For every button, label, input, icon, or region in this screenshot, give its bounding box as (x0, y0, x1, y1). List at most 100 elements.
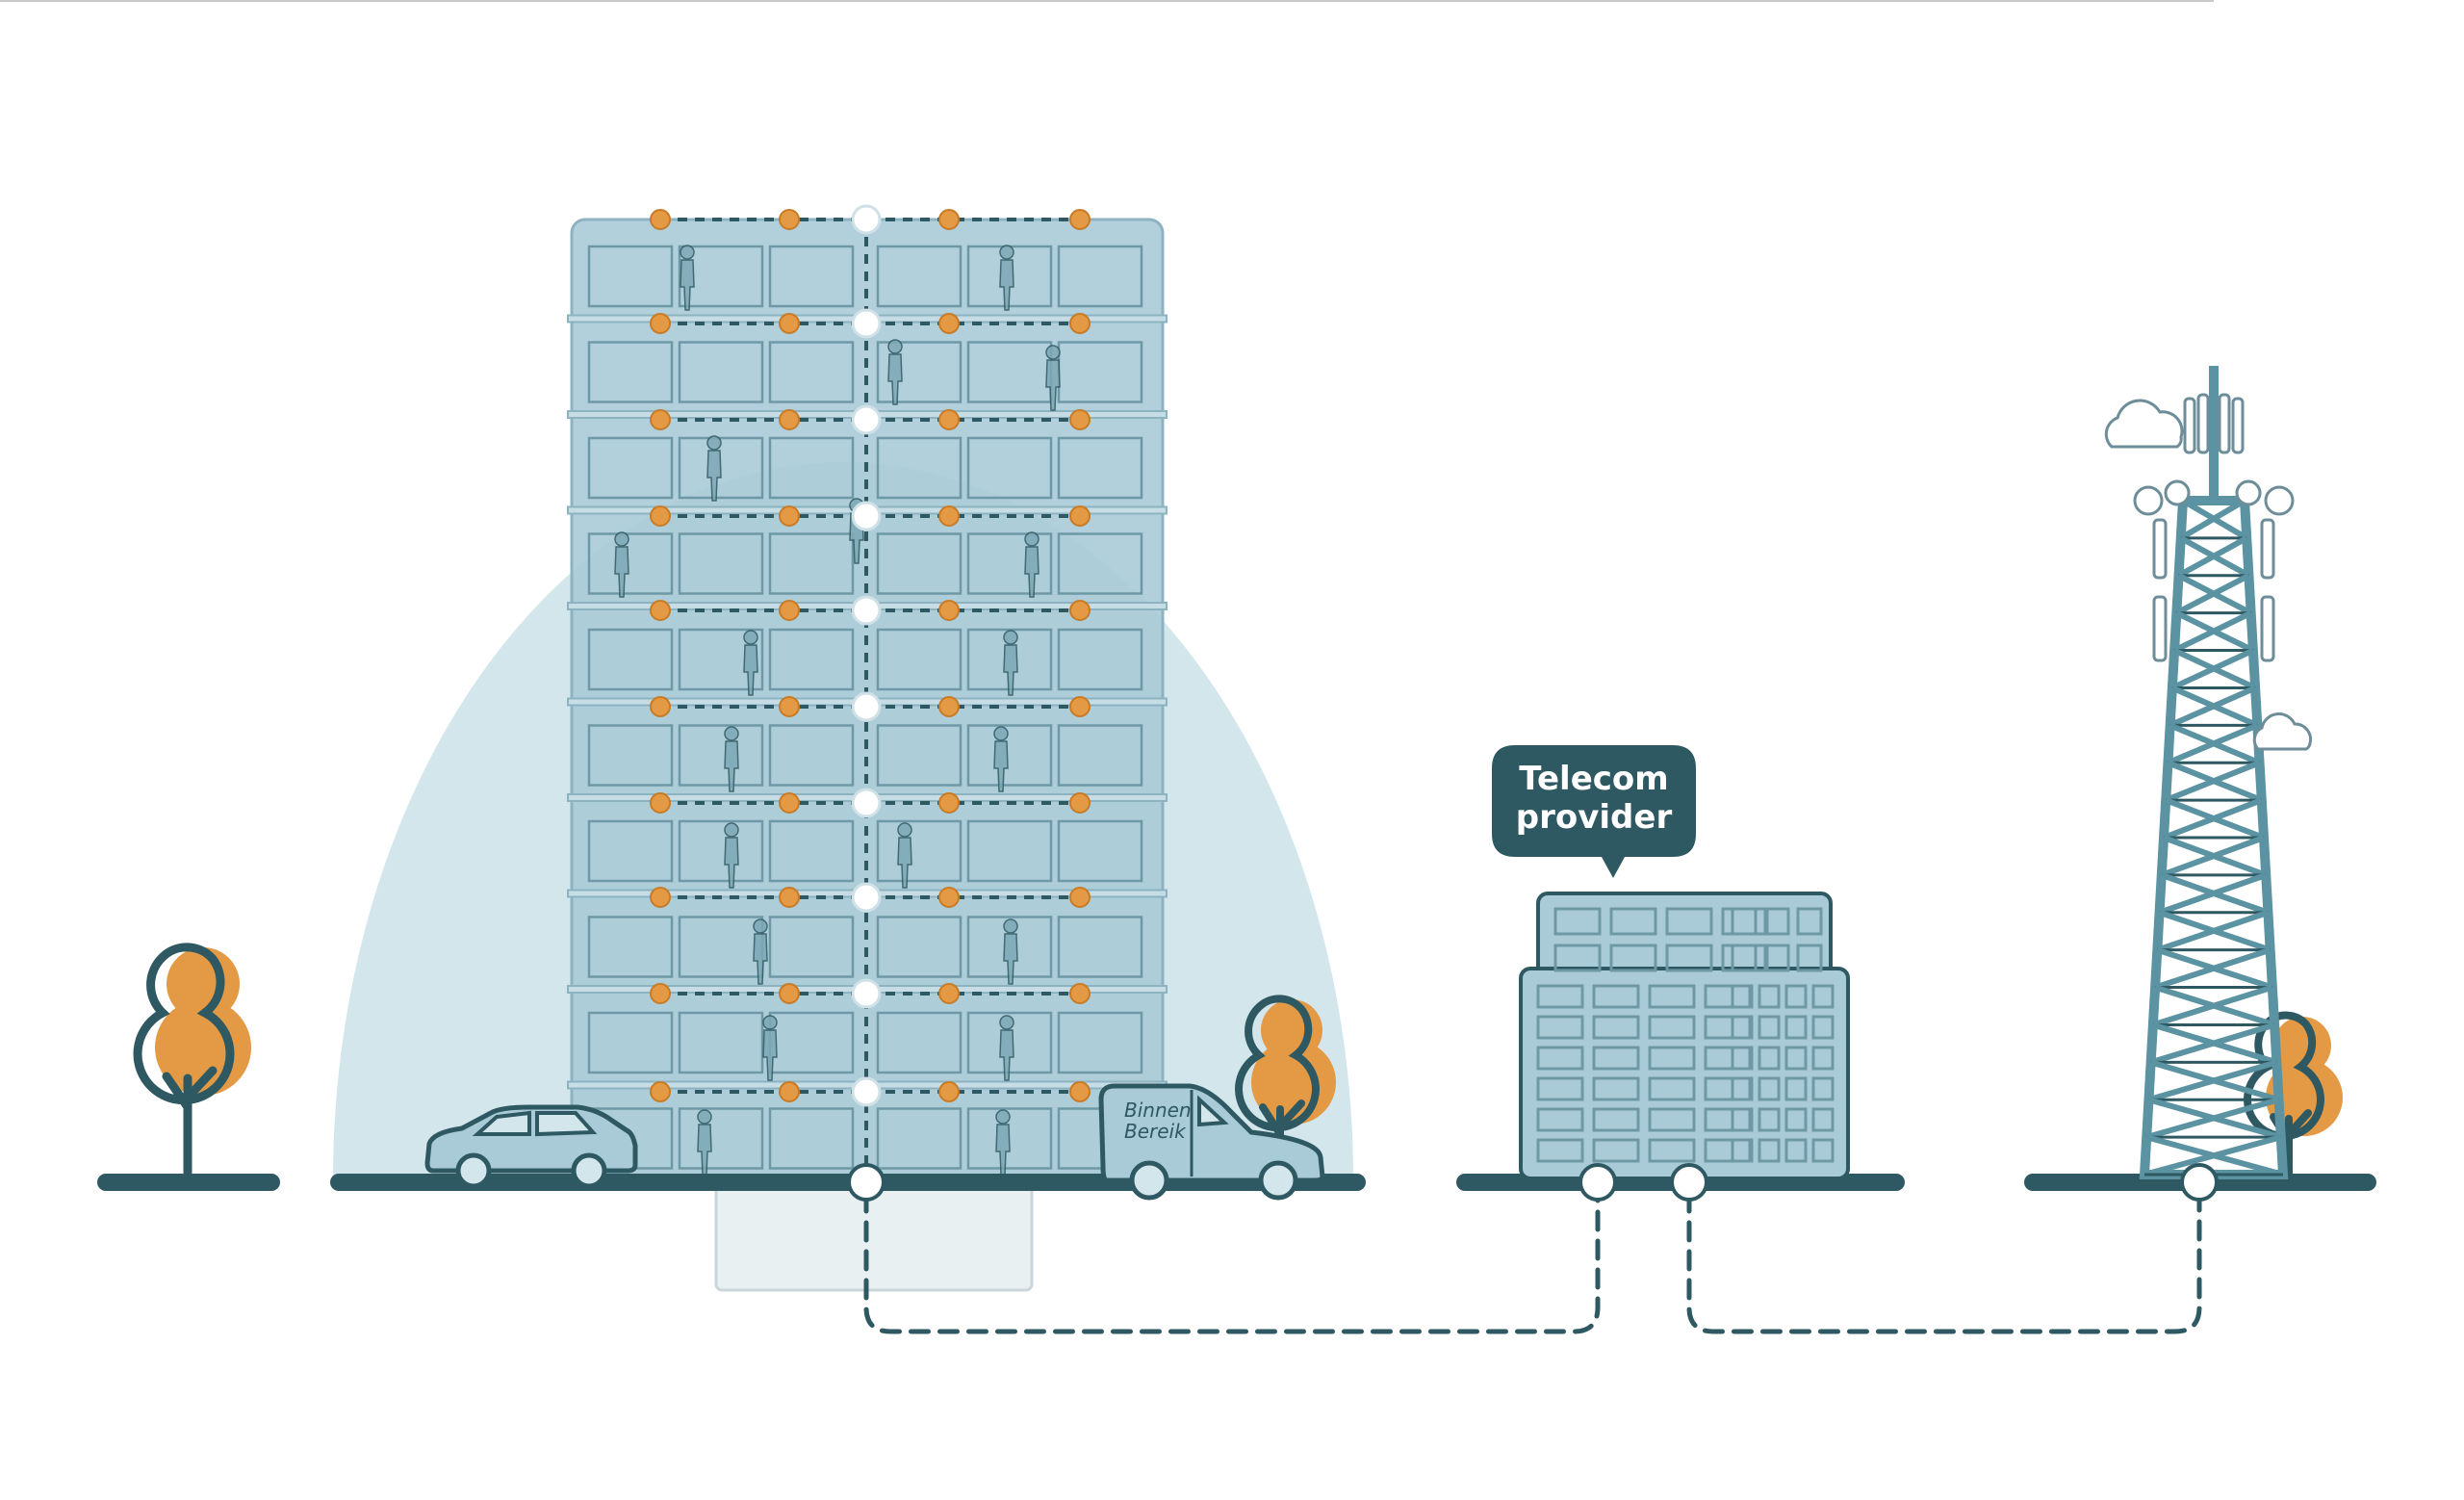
person-icon (680, 245, 695, 311)
provider-window (1592, 1046, 1640, 1071)
access-point (938, 409, 960, 430)
access-point (779, 887, 800, 908)
provider-window (1592, 1076, 1640, 1101)
provider-window (1784, 1076, 1808, 1101)
access-point (650, 983, 671, 1004)
provider-window (1731, 1015, 1754, 1040)
person-icon (706, 435, 722, 502)
access-point (938, 983, 960, 1004)
access-point (779, 696, 800, 717)
window (587, 819, 674, 883)
provider-window (1731, 984, 1754, 1009)
window (876, 916, 962, 978)
access-point (938, 792, 960, 814)
provider-window (1811, 984, 1835, 1009)
window (768, 819, 855, 883)
node-provider-a (1578, 1163, 1617, 1202)
tower-brace (2179, 498, 2246, 541)
person-icon (993, 726, 1009, 792)
provider-window (1592, 1107, 1640, 1132)
tree-icon (133, 943, 251, 1177)
riser-node (851, 691, 882, 722)
callout-line-1: Telecom (1519, 760, 1668, 798)
provider-windows (1536, 907, 1835, 1163)
access-point (1069, 600, 1091, 621)
provider-window (1763, 944, 1790, 972)
provider-window (1704, 1138, 1752, 1163)
window (1057, 245, 1143, 308)
car-icon (424, 1104, 638, 1189)
window (678, 436, 764, 500)
window (1057, 628, 1143, 691)
antenna-icon (2133, 393, 2295, 662)
window (966, 532, 1053, 595)
provider-window (1536, 984, 1584, 1009)
tower-brace (2158, 872, 2268, 916)
window (876, 1107, 962, 1170)
window (678, 341, 764, 403)
tower-brace (2156, 909, 2270, 953)
window (876, 341, 962, 403)
person-icon (614, 531, 629, 598)
tower-brace (2162, 797, 2263, 841)
access-point (938, 1081, 960, 1102)
provider-window (1811, 1107, 1835, 1132)
provider-window (1704, 1015, 1752, 1040)
window (1057, 724, 1143, 787)
window (678, 819, 764, 883)
tower-brace (2172, 609, 2252, 654)
window (876, 245, 962, 308)
tower-brace (2169, 685, 2257, 729)
provider-window (1609, 907, 1657, 936)
riser-node (851, 882, 882, 913)
access-point (938, 209, 960, 230)
provider-window (1796, 907, 1823, 936)
access-point (1069, 1081, 1091, 1102)
window (876, 532, 962, 595)
access-point (1069, 887, 1091, 908)
access-point (779, 313, 800, 334)
cloud-icon (2252, 712, 2312, 751)
provider-window (1704, 1046, 1752, 1071)
provider-window (1758, 1107, 1781, 1132)
tree-icon (1235, 995, 1336, 1180)
window (768, 628, 855, 691)
access-point (779, 209, 800, 230)
window (966, 1107, 1053, 1170)
window (678, 724, 764, 787)
window (1057, 1011, 1143, 1074)
tower-brace (2149, 1022, 2275, 1066)
access-point (938, 887, 960, 908)
window (678, 532, 764, 595)
provider-window (1704, 984, 1752, 1009)
person-icon (724, 726, 739, 792)
provider-window (1648, 1107, 1696, 1132)
tower-brace (2151, 984, 2273, 1028)
provider-window (1536, 1138, 1584, 1163)
provider-window (1784, 1015, 1808, 1040)
person-icon (887, 339, 903, 405)
provider-window (1648, 1046, 1696, 1071)
provider-window (1592, 1138, 1640, 1163)
person-icon (995, 1109, 1011, 1176)
person-icon (743, 630, 758, 696)
window (678, 628, 764, 691)
provider-window (1731, 1107, 1754, 1132)
window (678, 1011, 764, 1074)
tree-icon (2244, 1011, 2343, 1178)
person-icon (762, 1015, 778, 1081)
provider-window (1536, 1076, 1584, 1101)
access-point (779, 600, 800, 621)
tower-lattice (2139, 496, 2289, 1179)
window (876, 724, 962, 787)
provider-window (1704, 1076, 1752, 1101)
provider-window (1665, 944, 1713, 972)
in-building-cabling (650, 204, 1091, 1182)
access-point (1069, 983, 1091, 1004)
access-point (650, 600, 671, 621)
window (587, 341, 674, 403)
provider-window (1784, 1046, 1808, 1071)
tower-brace (2143, 1134, 2282, 1177)
access-point (1069, 409, 1091, 430)
residents (614, 245, 1061, 1176)
